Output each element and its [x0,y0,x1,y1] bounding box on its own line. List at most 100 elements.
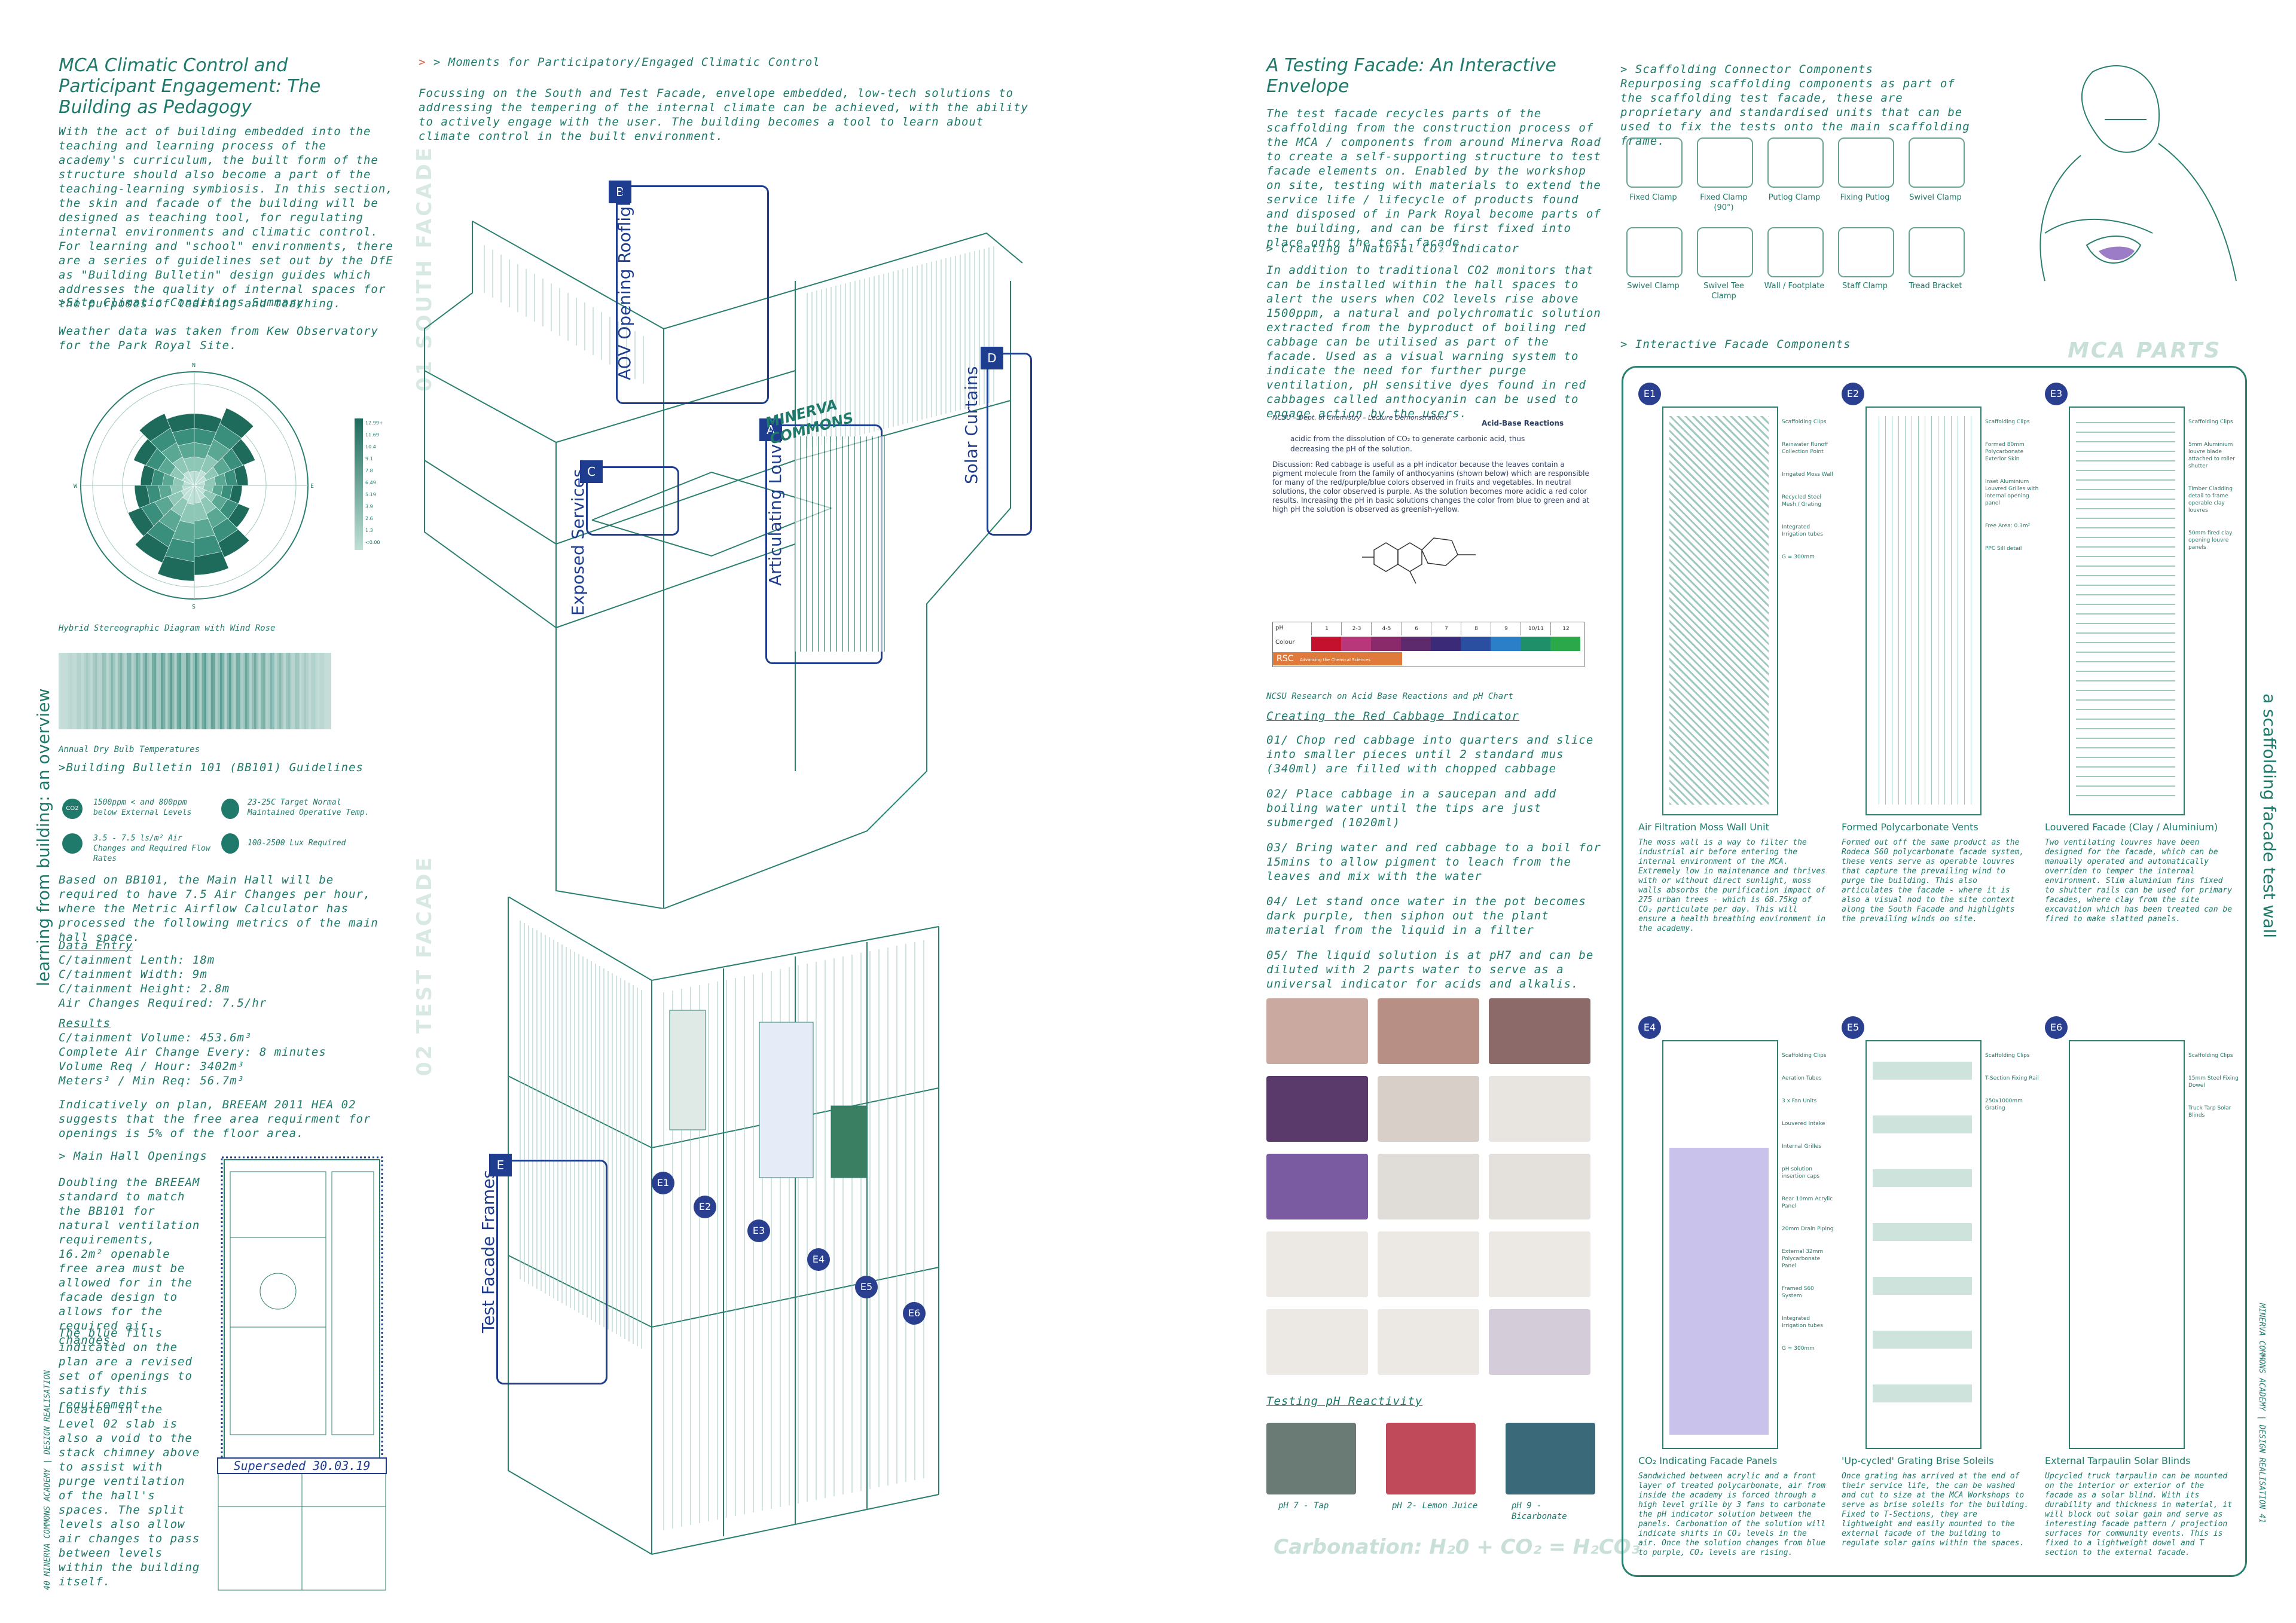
part-annotation: Framed S60 System [1782,1286,1814,1299]
heatmap-column [274,653,277,729]
part-tag: E1 [1638,383,1661,405]
part-title: Louvered Facade (Clay / Aluminium) [2045,821,2218,833]
recipe-heading: Creating the Red Cabbage Indicator [1266,710,1519,723]
heatmap-column [245,653,248,729]
part-tag: E2 [1842,383,1864,405]
part-drawing-fill [1669,416,1769,805]
ph-value: 12 [1550,622,1581,635]
photo-test-tap [1266,1423,1356,1494]
heatmap-column [106,653,109,729]
lightbulb-icon [221,833,239,854]
guideline-text: 23-25C Target Normal Maintained Operativ… [248,798,370,817]
wind-rose-segment [135,532,169,563]
heatmap-column [167,653,170,729]
part-annotation: Rear 10mm Acrylic Panel [1782,1196,1833,1209]
results-heading: Results [59,1017,111,1030]
photo-siphon-2 [1489,1154,1590,1219]
heatmap-column [176,653,179,729]
heatmap-column [265,653,268,729]
part-annotation: Truck Tarp Solar Blinds [2188,1105,2231,1118]
person-sketch [2009,54,2248,293]
heatmap-column [218,653,220,729]
callout-tag-c: C [580,460,603,483]
arrow-icon: > [419,56,426,69]
page-title-right: A Testing Facade: An Interactive Envelop… [1266,55,1556,97]
part-annotation: Scaffolding Clips [2188,1053,2233,1059]
heatmap-column [288,653,291,729]
heatmap-column [256,653,259,729]
connector-label: Tread Bracket [1909,282,1962,291]
heatmap-column [204,653,206,729]
heatmap-column [315,653,318,729]
heatmap-column [93,653,95,729]
heatmap-column [117,653,120,729]
data-entry-list: C/tainment Lenth: 18m C/tainment Width: … [59,953,393,1010]
legend-value: 3.9 [365,504,373,509]
ph-test-photos: pH 7 - Tap pH 2- Lemon Juice pH 9 - Bica… [1266,1423,1601,1521]
heatmap-column [158,653,161,729]
heatmap-column [309,653,311,729]
ncsu-header: NCSU – Dept. of Chemistry – Lecture Demo… [1272,414,1448,421]
recipe-step: 05/ The liquid solution is at pH7 and ca… [1266,949,1594,991]
part-drawing-frame [2069,406,2185,815]
ph-swatch [1341,637,1371,651]
louvre-panel [795,436,885,652]
connector-label: Wall / Footplate [1764,282,1825,291]
heatmap-column [283,653,286,729]
ncsu-discussion: Discussion: Red cabbage is useful as a p… [1272,460,1590,514]
heatmap-column [65,653,68,729]
part-description: Two ventilating louvres have been design… [2045,838,2233,924]
swivel-clamp-icon [1626,227,1683,277]
part-annotation: pH solution insertion caps [1782,1166,1820,1179]
marker-e2: E2 [694,1196,716,1218]
heatmap-column [201,653,204,729]
connector-label: Putlog Clamp [1768,193,1821,202]
wind-rose-segment [219,408,254,439]
part-description: Sandwiched between acrylic and a front l… [1638,1472,1826,1557]
heatmap-column [247,653,250,729]
fixing-putlog-icon [1838,137,1894,188]
main-hall-plan: Superseded 30.03.19 [212,1148,392,1602]
ph-value: 10/11 [1521,622,1551,635]
moments-heading-text: > Moments for Participatory/Engaged Clim… [433,56,820,69]
ph-value: 1 [1311,622,1342,635]
testing-intro: The test facade recycles parts of the sc… [1266,107,1601,249]
ph-swatch [1461,637,1491,651]
part-annotation: T-Section Fixing Rail [1985,1075,2039,1081]
part-description: The moss wall is a way to filter the ind… [1638,838,1826,933]
part-drawing-frame [1866,406,1981,815]
photo-chopped-cabbage [1378,998,1479,1064]
breeam-text: Indicatively on plan, BREEAM 2011 HEA 02… [59,1098,371,1140]
thermometer-icon [221,799,239,819]
legend-value: 12.99+ [365,420,383,426]
heatmap-column [161,653,163,729]
part-annotation: 250x1000mm Grating [1985,1098,2023,1111]
putlog-clamp-icon [1767,137,1824,188]
callout-d-frame [987,353,1032,536]
guideline-text: 1500ppm < and 800ppm below External Leve… [93,798,192,817]
heatmap-column [222,653,225,729]
openings-text: Doubling the BREEAM standard to match th… [59,1176,200,1347]
heatmap-column [236,653,239,729]
test-facade-axonometric: E Test Facade Frames E1 E2 E3 E4 E5 E6 [472,896,1010,1590]
part-annotation: Internal Grilles [1782,1144,1821,1150]
vertical-title-left: learning from building: an overview [33,688,53,986]
ph-swatch [1401,637,1431,651]
legend-value: 11.69 [365,432,379,438]
blue-fills-text: The blue fills indicated on the plan are… [59,1326,193,1411]
vertical-title-right: a scaffolding facade test wall [2260,693,2279,939]
site-heading-text: >Site Climatic Conditions Summary [59,296,304,309]
swivel-tee-clamp-icon [1697,227,1753,277]
part-drawing-frame [1662,1040,1778,1449]
recipe-step: 02/ Place cabbage in a saucepan and add … [1266,787,1557,829]
compass-e: E [310,483,314,490]
heatmap-column [60,653,63,729]
part-title: Air Filtration Moss Wall Unit [1638,821,1769,833]
co2-heading: > Creating a Natural CO₂ Indicator [1266,242,1519,255]
heatmap-column [86,653,88,729]
heatmap-column [215,653,218,729]
heatmap-column [233,653,236,729]
